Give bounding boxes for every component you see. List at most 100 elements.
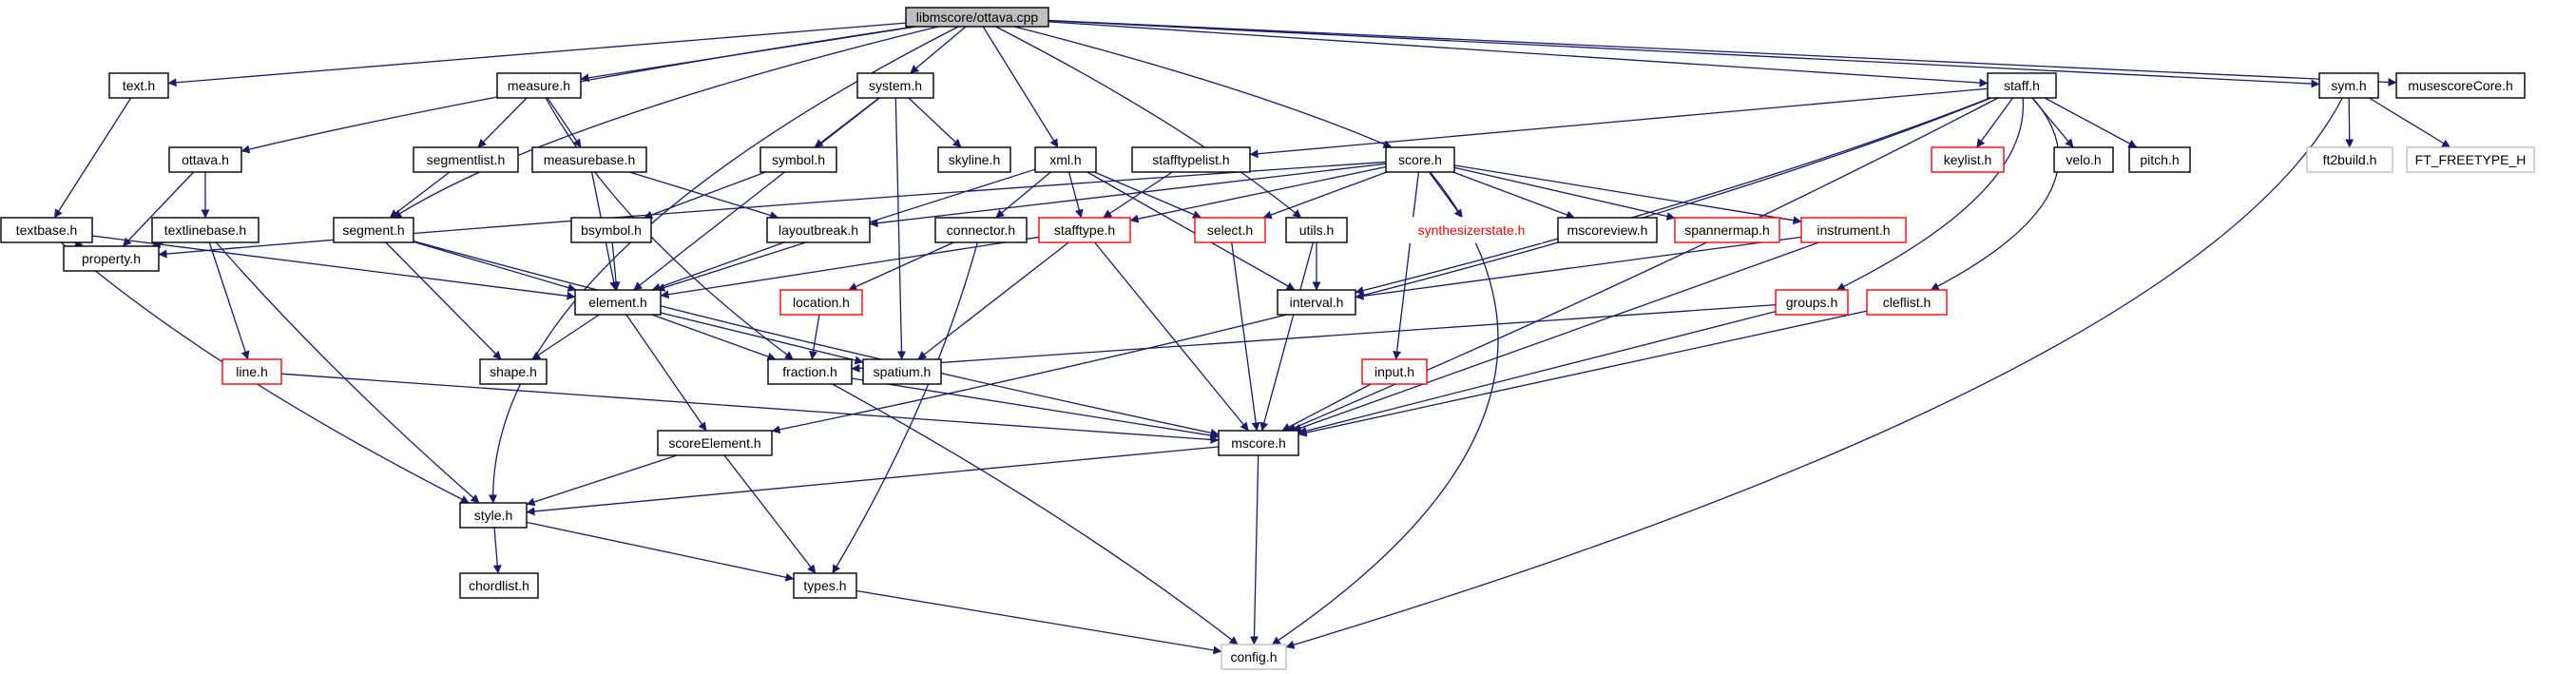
node-label: instrument.h xyxy=(1817,222,1890,238)
node-root[interactable]: libmscore/ottava.cpp xyxy=(905,7,1049,28)
node-symbol-h[interactable]: symbol.h xyxy=(759,146,837,173)
edge-score-h-to-mscoreview-h xyxy=(1452,171,1575,220)
edge-score-h-to-instrument-h xyxy=(1453,164,1802,225)
node-synthesizerstate-h[interactable]: synthesizerstate.h xyxy=(1400,217,1543,243)
node-ft-freetype-h[interactable]: FT_FREETYPE_H xyxy=(2406,146,2535,173)
node-box xyxy=(2306,146,2393,173)
node-chordlist-h[interactable]: chordlist.h xyxy=(459,572,539,599)
node-property-h[interactable]: property.h xyxy=(63,245,160,272)
node-skyline-h[interactable]: skyline.h xyxy=(937,146,1011,173)
node-pitch-h[interactable]: pitch.h xyxy=(2128,146,2191,173)
node-label: textbase.h xyxy=(16,222,78,238)
node-box xyxy=(221,358,282,385)
node-mscoreview-h[interactable]: mscoreview.h xyxy=(1557,217,1658,243)
edge-input-h-to-mscore-h xyxy=(1281,383,1372,432)
node-label: line.h xyxy=(236,364,267,379)
node-spatium-h[interactable]: spatium.h xyxy=(862,358,942,385)
node-label: staff.h xyxy=(2004,78,2040,93)
node-xml-h[interactable]: xml.h xyxy=(1034,146,1097,173)
node-spannermap-h[interactable]: spannermap.h xyxy=(1674,217,1780,243)
node-interval-h[interactable]: interval.h xyxy=(1277,289,1356,316)
node-label: mscoreview.h xyxy=(1567,222,1648,238)
edge-style-h-to-chordlist-h xyxy=(492,527,502,574)
node-text-h[interactable]: text.h xyxy=(108,72,169,99)
node-utils-h[interactable]: utils.h xyxy=(1285,217,1348,243)
node-label: measure.h xyxy=(508,78,570,93)
edge-score-h-to-layoutbreak-h xyxy=(869,163,1387,228)
edge-mscore-h-to-config-h xyxy=(1249,454,1259,645)
node-score-h[interactable]: score.h xyxy=(1385,146,1455,173)
node-cleflist-h[interactable]: cleflist.h xyxy=(1866,289,1948,316)
edge-root-to-system-h xyxy=(910,26,967,74)
node-system-h[interactable]: system.h xyxy=(856,72,934,99)
node-element-h[interactable]: element.h xyxy=(574,289,662,316)
node-box xyxy=(937,146,1011,173)
node-connector-h[interactable]: connector.h xyxy=(934,217,1028,243)
node-scoreelement-h[interactable]: scoreElement.h xyxy=(657,430,773,456)
edge-connector-h-to-location-h xyxy=(848,241,954,291)
node-textbase-h[interactable]: textbase.h xyxy=(0,217,93,243)
node-label: interval.h xyxy=(1290,295,1344,310)
node-stafftype-h[interactable]: stafftype.h xyxy=(1038,217,1131,243)
node-label: property.h xyxy=(82,251,141,266)
node-select-h[interactable]: select.h xyxy=(1194,217,1266,243)
node-box xyxy=(459,572,539,599)
node-segmentlist-h[interactable]: segmentlist.h xyxy=(413,146,519,173)
edge-root-to-xml-h xyxy=(982,26,1059,148)
node-location-h[interactable]: location.h xyxy=(779,289,863,316)
edge-stafftype-h-to-spatium-h xyxy=(917,241,1069,360)
node-instrument-h[interactable]: instrument.h xyxy=(1800,217,1907,243)
edge-score-h-to-stafftype-h xyxy=(1129,165,1387,223)
node-velo-h[interactable]: velo.h xyxy=(2053,146,2114,173)
edge-system-h-to-element-h xyxy=(633,97,880,291)
edge-staff-h-to-cleflist-h xyxy=(1930,97,2060,291)
edge-element-h-to-spatium-h xyxy=(660,312,864,365)
node-staff-h[interactable]: staff.h xyxy=(1987,72,2057,99)
edge-text-h-to-textbase-h xyxy=(53,97,132,219)
node-measurebase-h[interactable]: measurebase.h xyxy=(531,146,647,173)
edge-score-h-to-spannermap-h xyxy=(1453,166,1676,221)
edge-root-to-style-h xyxy=(489,26,959,504)
node-fraction-h[interactable]: fraction.h xyxy=(767,358,853,385)
node-label: location.h xyxy=(793,295,850,310)
node-mscore-h[interactable]: mscore.h xyxy=(1218,430,1299,456)
node-label: cleflist.h xyxy=(1883,295,1932,310)
node-line-h[interactable]: line.h xyxy=(221,358,282,385)
node-style-h[interactable]: style.h xyxy=(459,502,528,529)
node-box xyxy=(2318,72,2379,99)
node-label: groups.h xyxy=(1786,295,1837,310)
node-box xyxy=(0,217,93,243)
node-label: sym.h xyxy=(2331,78,2366,93)
node-box xyxy=(570,217,652,243)
node-label: stafftypelist.h xyxy=(1152,152,1229,167)
edge-textbase-h-to-element-h xyxy=(91,235,576,300)
node-config-h[interactable]: config.h xyxy=(1221,644,1287,670)
edge-xml-h-to-stafftype-h xyxy=(1067,171,1084,219)
edge-line-h-to-mscore-h xyxy=(280,373,1220,444)
node-segment-h[interactable]: segment.h xyxy=(333,217,414,243)
node-box xyxy=(1034,146,1097,173)
node-ft2build-h[interactable]: ft2build.h xyxy=(2306,146,2393,173)
node-musescorecore-h[interactable]: musescoreCore.h xyxy=(2395,72,2526,99)
edge-element-h-to-fraction-h xyxy=(651,314,777,361)
node-box xyxy=(496,72,582,99)
node-label: FT_FREETYPE_H xyxy=(2415,152,2527,167)
node-keylist-h[interactable]: keylist.h xyxy=(1931,146,2005,173)
node-label: textlinebase.h xyxy=(164,222,246,238)
node-shape-h[interactable]: shape.h xyxy=(479,358,548,385)
node-bsymbol-h[interactable]: bsymbol.h xyxy=(570,217,652,243)
node-layoutbreak-h[interactable]: layoutbreak.h xyxy=(766,217,871,243)
node-types-h[interactable]: types.h xyxy=(793,572,857,599)
node-groups-h[interactable]: groups.h xyxy=(1775,289,1849,316)
node-ottava-h[interactable]: ottava.h xyxy=(168,146,242,173)
node-stafftypelist-h[interactable]: stafftypelist.h xyxy=(1131,146,1251,173)
node-measure-h[interactable]: measure.h xyxy=(496,72,582,99)
node-sym-h[interactable]: sym.h xyxy=(2318,72,2379,99)
edge-segment-h-to-mscore-h xyxy=(413,240,1220,437)
node-input-h[interactable]: input.h xyxy=(1361,358,1428,385)
node-textlinebase-h[interactable]: textlinebase.h xyxy=(151,217,260,243)
node-box xyxy=(1866,289,1948,316)
node-box xyxy=(1218,430,1299,456)
edge-connector-h-to-types-h xyxy=(832,241,979,574)
